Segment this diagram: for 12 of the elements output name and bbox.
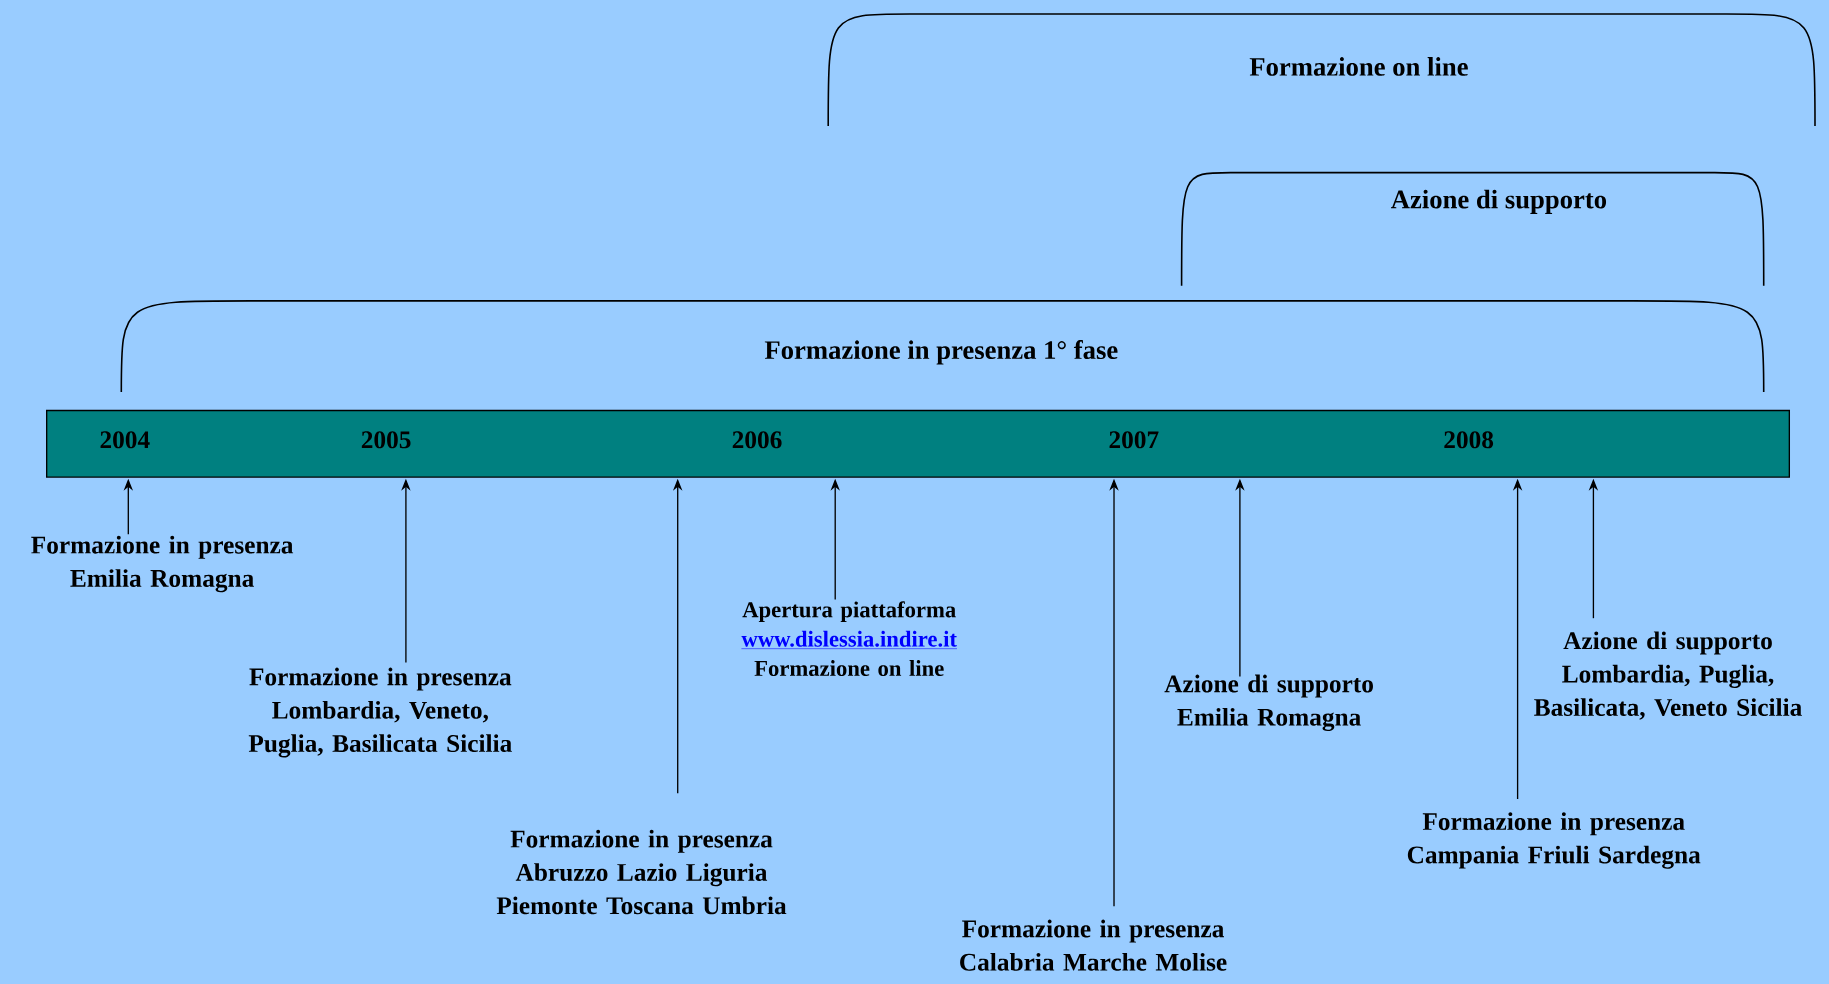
timeline-note: Formazione in presenza Campania Friuli Sardegna [1407,812,1701,869]
timeline-note: Formazione in presenza Lombardia, Veneto, Puglia, Basilicata Sicilia [248,667,512,758]
bracket-label: Azione di supporto [1391,189,1607,214]
timeline-bar: 2004 2005 2006 2007 2008 [46,409,1790,478]
timeline-note: Azione di supporto Lombardia, Puglia, Basilicata, Veneto Sicilia [1534,631,1802,720]
timeline-note: Formazione in presenza Calabria Marche Molise [960,919,1227,971]
timeline-note: Azione di supporto Emilia Romagna [1164,674,1373,732]
bracket-label: Formazione in presenza 1° fase [764,340,1118,365]
timeline-note: Formazione in presenza Emilia Romagna [31,535,294,593]
timeline-note: Apertura piattaforma www.dislessia.indire.it Formazione on line [741,601,958,677]
bracket-label: Formazione on line [1249,57,1468,76]
timeline-note: Formazione in presenza Abruzzo Lazio Liguria Piemonte Toscana Umbria [496,829,787,915]
